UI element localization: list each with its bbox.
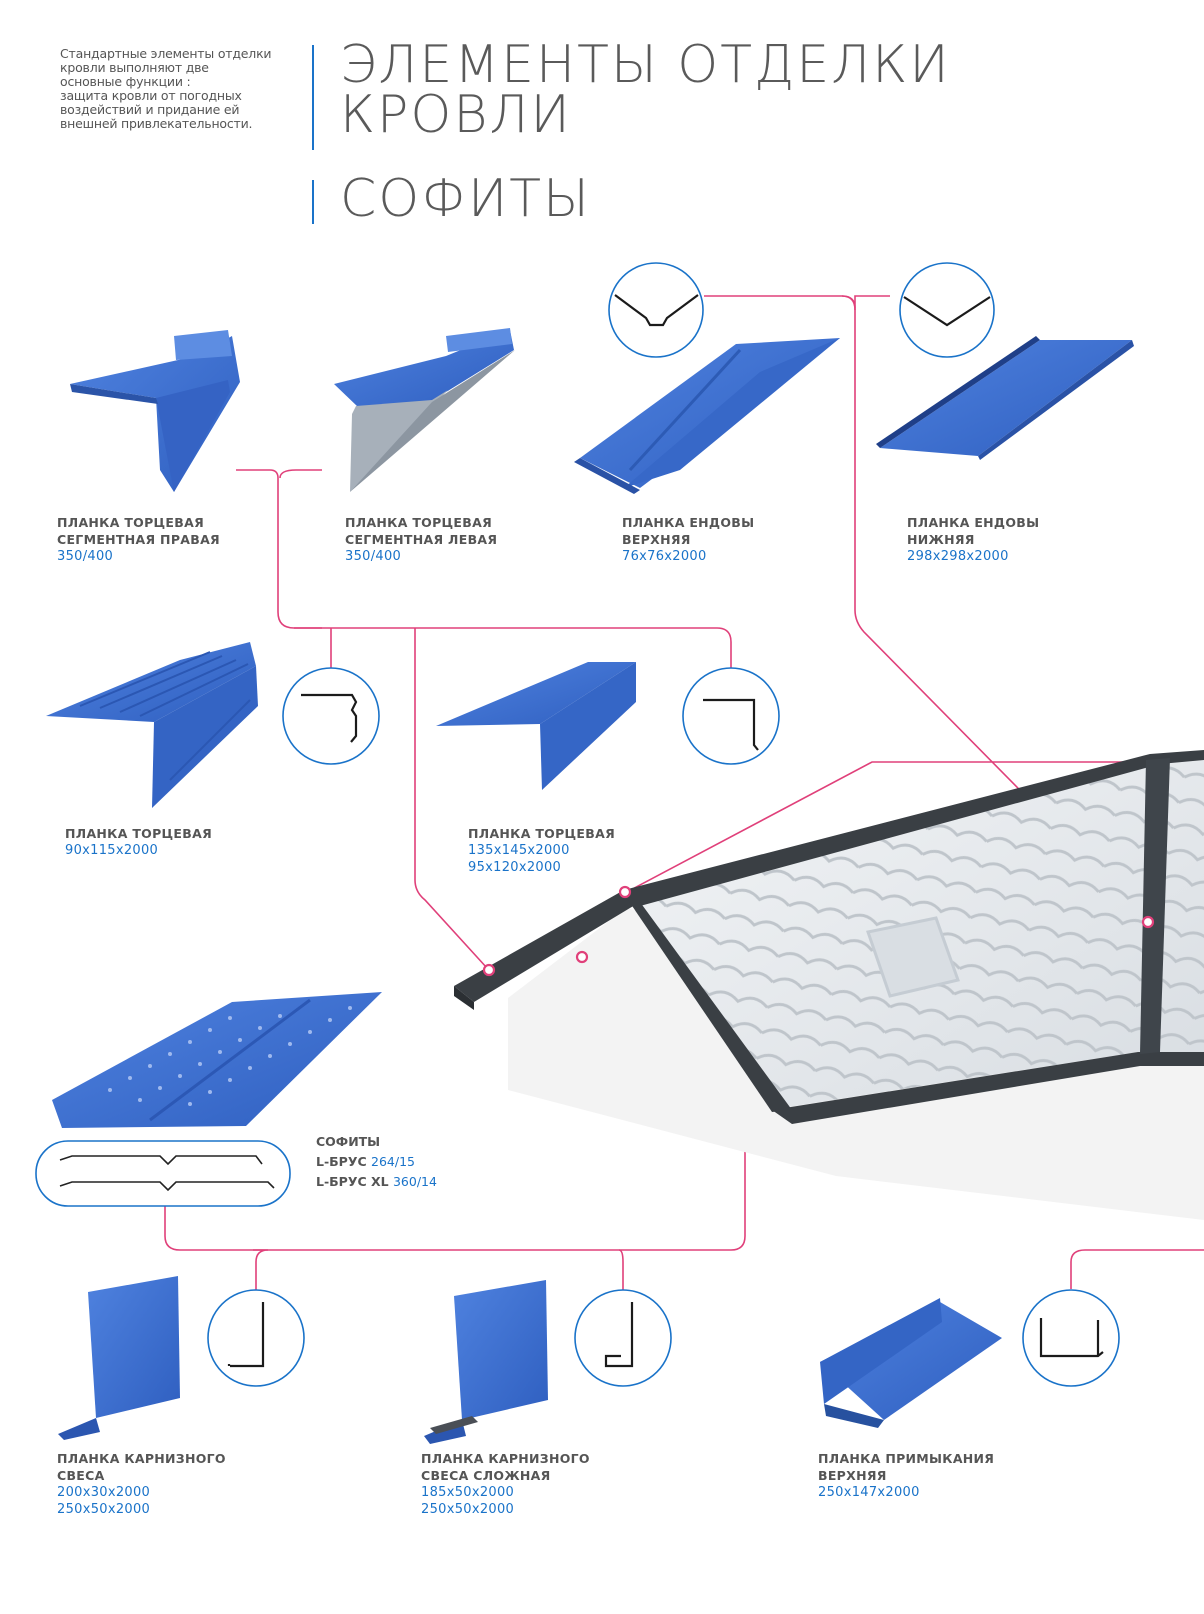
product-image-9 xyxy=(424,1280,548,1444)
product-dimensions: 90x115x2000 xyxy=(65,843,159,858)
product-name: ПЛАНКА ПРИМЫКАНИЯ xyxy=(818,1451,995,1466)
product-image-8 xyxy=(58,1276,180,1440)
page-title-line1: ЭЛЕМЕНТЫ ОТДЕЛКИ xyxy=(340,35,951,95)
product-name: СВЕСА xyxy=(57,1468,105,1483)
product-image-10 xyxy=(820,1298,1002,1428)
intro-line: основные функции : xyxy=(60,74,191,89)
intro-text: Стандартные элементы отделки кровли выпо… xyxy=(60,47,292,131)
product-image-3 xyxy=(574,338,840,494)
product-label-4: ПЛАНКА ЕНДОВЫ НИЖНЯЯ 298x298x2000 xyxy=(907,514,1039,565)
product-dimensions: 298x298x2000 xyxy=(907,549,1009,564)
profile-drawings xyxy=(227,294,1104,1368)
product-dimensions: 95x120x2000 xyxy=(468,860,562,875)
product-image-7 xyxy=(52,992,382,1128)
soffit-row-value: 360/14 xyxy=(392,1174,437,1189)
product-image-4 xyxy=(876,336,1134,460)
product-image-6 xyxy=(436,662,636,790)
product-dimensions: 250x50x2000 xyxy=(57,1502,151,1517)
soffit-row-value: 264/15 xyxy=(371,1154,415,1169)
page-title: ЭЛЕМЕНТЫ ОТДЕЛКИ КРОВЛИ xyxy=(340,35,951,145)
product-name: ВЕРХНЯЯ xyxy=(818,1468,887,1483)
soffit-row-label: L-БРУС xyxy=(316,1154,367,1169)
product-image-1 xyxy=(70,330,240,492)
intro-line: воздействий и придание ей xyxy=(60,102,240,117)
roof-illustration xyxy=(454,750,1204,1220)
product-label-5: ПЛАНКА ТОРЦЕВАЯ 90x115x2000 xyxy=(65,825,212,859)
product-dimensions: 200x30x2000 xyxy=(57,1485,151,1500)
product-name: ВЕРХНЯЯ xyxy=(622,532,691,547)
product-label-6: ПЛАНКА ТОРЦЕВАЯ 135x145x2000 95x120x2000 xyxy=(468,825,615,876)
roof-markers xyxy=(482,885,1155,977)
soffit-row-2: L-БРУС XL 360/14 xyxy=(316,1172,437,1192)
product-name: ПЛАНКА ЕНДОВЫ xyxy=(907,515,1040,530)
product-label-9: ПЛАНКА ПРИМЫКАНИЯ ВЕРХНЯЯ 250x147x2000 xyxy=(818,1450,994,1501)
heading-divider xyxy=(312,45,314,150)
product-label-2: ПЛАНКА ТОРЦЕВАЯ СЕГМЕНТНАЯ ЛЕВАЯ 350/400 xyxy=(345,514,497,565)
intro-line: внешней привлекательности. xyxy=(60,116,253,131)
soffit-profile-pill xyxy=(35,1140,291,1207)
intro-line: Стандартные элементы отделки xyxy=(60,46,272,61)
product-name: ПЛАНКА ЕНДОВЫ xyxy=(622,515,755,530)
product-label-7: ПЛАНКА КАРНИЗНОГО СВЕСА 200x30x2000 250x… xyxy=(57,1450,226,1518)
product-label-3: ПЛАНКА ЕНДОВЫ ВЕРХНЯЯ 76x76x2000 xyxy=(622,514,754,565)
soffit-row-label: L-БРУС XL xyxy=(316,1174,389,1189)
product-name: ПЛАНКА ТОРЦЕВАЯ xyxy=(57,515,204,530)
subtitle-divider xyxy=(312,180,314,224)
product-name: СЕГМЕНТНАЯ ПРАВАЯ xyxy=(57,532,220,547)
product-image-5 xyxy=(46,642,258,808)
product-dimensions: 76x76x2000 xyxy=(622,549,707,564)
soffit-title: СОФИТЫ xyxy=(316,1134,381,1149)
soffit-label: СОФИТЫ L-БРУС 264/15 L-БРУС XL 360/14 xyxy=(316,1132,437,1192)
product-label-8: ПЛАНКА КАРНИЗНОГО СВЕСА СЛОЖНАЯ 185x50x2… xyxy=(421,1450,590,1518)
product-name: НИЖНЯЯ xyxy=(907,532,975,547)
product-dimensions: 250x147x2000 xyxy=(818,1485,920,1500)
profile-circles xyxy=(207,262,1120,1387)
soffit-row-1: L-БРУС 264/15 xyxy=(316,1152,437,1172)
page-subtitle: СОФИТЫ xyxy=(340,169,591,229)
product-name: СЕГМЕНТНАЯ ЛЕВАЯ xyxy=(345,532,498,547)
product-label-1: ПЛАНКА ТОРЦЕВАЯ СЕГМЕНТНАЯ ПРАВАЯ 350/40… xyxy=(57,514,220,565)
product-name: ПЛАНКА ТОРЦЕВАЯ xyxy=(65,826,212,841)
product-dimensions: 185x50x2000 xyxy=(421,1485,515,1500)
product-name: СВЕСА СЛОЖНАЯ xyxy=(421,1468,551,1483)
product-name: ПЛАНКА ТОРЦЕВАЯ xyxy=(468,826,615,841)
product-dimensions: 135x145x2000 xyxy=(468,843,570,858)
product-image-2 xyxy=(334,328,515,492)
product-dimensions: 250x50x2000 xyxy=(421,1502,515,1517)
product-dimensions: 350/400 xyxy=(345,549,402,564)
intro-line: защита кровли от погодных xyxy=(60,88,242,103)
product-name: ПЛАНКА ТОРЦЕВАЯ xyxy=(345,515,492,530)
intro-line: кровли выполняют две xyxy=(60,60,209,75)
page-title-line2: КРОВЛИ xyxy=(340,85,572,145)
product-name: ПЛАНКА КАРНИЗНОГО xyxy=(421,1451,590,1466)
product-dimensions: 350/400 xyxy=(57,549,114,564)
product-name: ПЛАНКА КАРНИЗНОГО xyxy=(57,1451,226,1466)
